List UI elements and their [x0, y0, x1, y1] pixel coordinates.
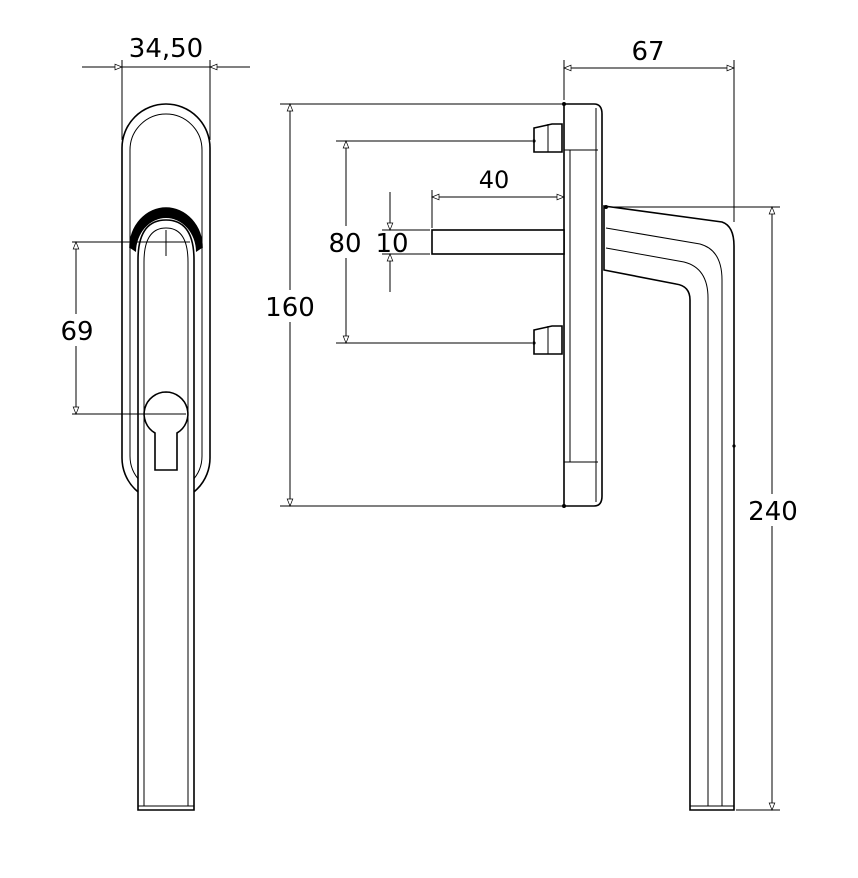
side-lever-outline — [603, 205, 735, 811]
dim-label-10: 10 — [375, 229, 408, 259]
front-view: 34,50 69 — [56, 34, 250, 811]
front-cylinder-hole — [143, 391, 189, 471]
dim-label-69: 69 — [60, 317, 93, 347]
dim-label-67: 67 — [631, 37, 664, 67]
dim-label-160: 160 — [265, 293, 315, 323]
dim-label-width: 34,50 — [129, 34, 203, 64]
dim-label-80: 80 — [328, 229, 361, 259]
side-rose-outline — [563, 103, 603, 507]
front-lever-outline — [137, 219, 195, 811]
side-lever-inner-edge — [605, 227, 723, 806]
side-view: 67 160 80 40 10 240 — [264, 37, 800, 811]
front-collar-shade — [130, 208, 202, 252]
side-spindle — [431, 229, 565, 255]
front-lever-inner — [143, 227, 189, 806]
dim-label-40: 40 — [479, 166, 510, 194]
dim-label-240: 240 — [748, 497, 798, 527]
